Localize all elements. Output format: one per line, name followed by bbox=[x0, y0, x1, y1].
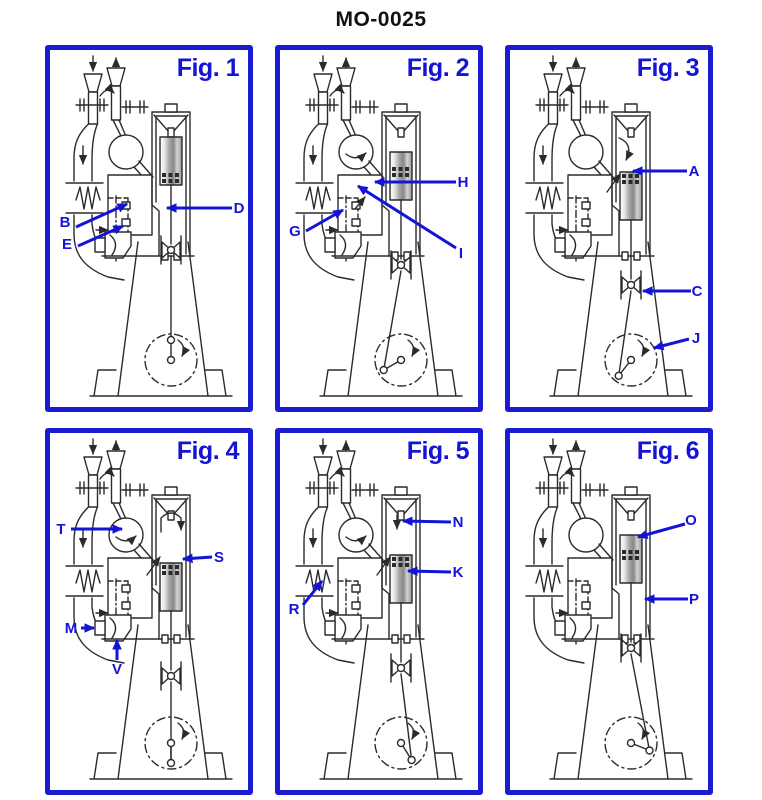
svg-text:N: N bbox=[453, 514, 464, 531]
figure-panel-2: Fig. 2 bbox=[275, 45, 483, 412]
engine-diagram-2: H G I bbox=[289, 55, 469, 397]
figure-label-5: Fig. 5 bbox=[406, 437, 470, 465]
engine-diagram-5: N K R bbox=[289, 438, 464, 780]
svg-text:B: B bbox=[60, 214, 71, 231]
figure-label-1: Fig. 1 bbox=[176, 54, 240, 82]
engine-diagram-6: OP bbox=[525, 438, 699, 780]
figure-label-2: Fig. 2 bbox=[406, 54, 470, 82]
svg-text:K: K bbox=[453, 564, 464, 581]
engine-diagram-4: T S M V bbox=[56, 438, 233, 780]
svg-text:A: A bbox=[689, 163, 700, 180]
page-title: MO-0025 bbox=[335, 8, 427, 31]
svg-text:R: R bbox=[289, 601, 300, 618]
svg-text:T: T bbox=[56, 521, 65, 538]
figure-grid: Fig. 1 bbox=[45, 45, 713, 795]
svg-text:H: H bbox=[458, 174, 469, 191]
figure-label-4: Fig. 4 bbox=[176, 437, 240, 465]
figure-label-3: Fig. 3 bbox=[636, 54, 700, 82]
figure-panel-5: Fig. 5 bbox=[275, 428, 483, 795]
svg-text:J: J bbox=[692, 330, 700, 347]
svg-text:V: V bbox=[112, 661, 122, 678]
figure-panel-6: Fig. 6 bbox=[505, 428, 713, 795]
svg-text:G: G bbox=[289, 223, 301, 240]
svg-text:P: P bbox=[689, 591, 699, 608]
figure-panel-3: Fig. 3 bbox=[505, 45, 713, 412]
figure-panel-1: Fig. 1 bbox=[45, 45, 253, 412]
svg-text:E: E bbox=[62, 236, 72, 253]
svg-text:C: C bbox=[692, 283, 703, 300]
figure-panel-4: Fig. 4 bbox=[45, 428, 253, 795]
svg-text:O: O bbox=[685, 512, 697, 529]
svg-text:S: S bbox=[214, 549, 224, 566]
engine-diagram-1: BE D bbox=[60, 55, 245, 397]
svg-text:I: I bbox=[459, 245, 463, 262]
svg-text:D: D bbox=[234, 200, 245, 217]
svg-text:M: M bbox=[65, 620, 78, 637]
engine-diagram-3: A C J bbox=[525, 55, 703, 397]
figure-label-6: Fig. 6 bbox=[636, 437, 700, 465]
